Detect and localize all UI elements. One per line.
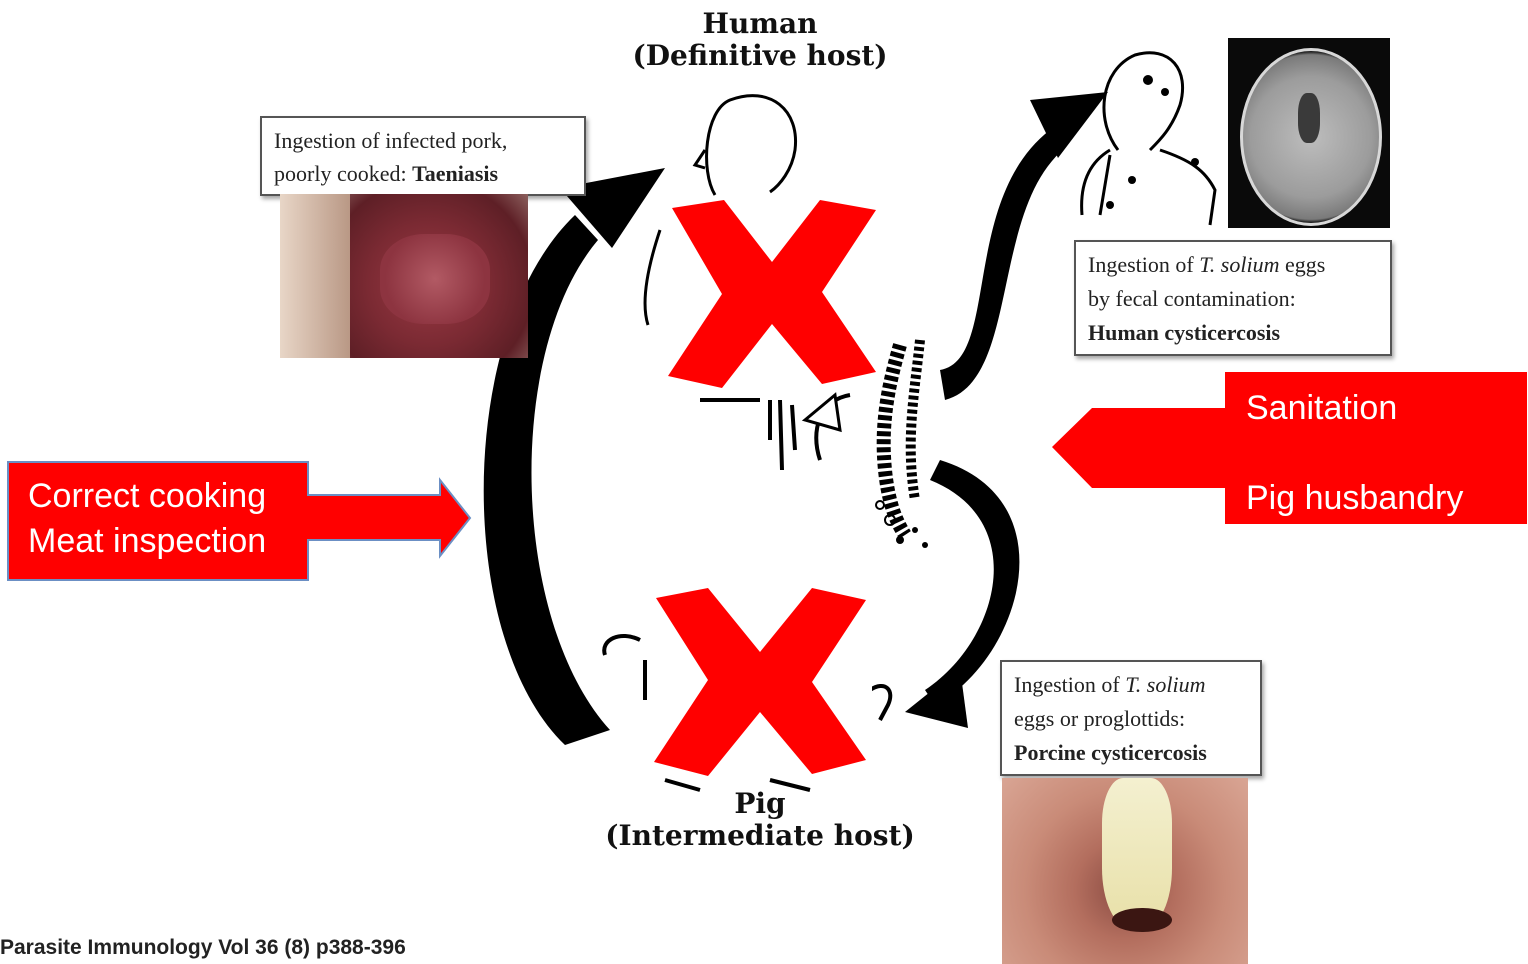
taeniasis-line2-prefix: poorly cooked: xyxy=(274,161,412,186)
porcine-cyst-photo xyxy=(1002,778,1248,964)
sanitation-label: Sanitation xyxy=(1246,386,1397,431)
meat-inspection-label: Meat inspection xyxy=(28,519,266,564)
human-cross-icon xyxy=(662,196,880,392)
porcine-cysticercosis-caption: Ingestion of T. solium eggs or proglotti… xyxy=(1000,660,1262,776)
taeniasis-line1: Ingestion of infected pork, xyxy=(274,124,572,157)
pig-cross-icon xyxy=(650,582,872,778)
left-intervention-text: Correct cooking Meat inspection xyxy=(28,474,266,564)
right-bottom-arrowhead-icon xyxy=(905,668,968,728)
pc-line2: eggs or proglottids: xyxy=(1014,702,1248,736)
hc-line1-prefix: Ingestion of xyxy=(1088,252,1199,277)
human-cysticercosis-label: Human cysticercosis xyxy=(1088,320,1280,345)
cysticercosis-human-icon xyxy=(1082,53,1215,225)
brain-mri-image xyxy=(1228,38,1390,228)
hc-line1-suffix: eggs xyxy=(1279,252,1325,277)
pc-line1-prefix: Ingestion of xyxy=(1014,672,1125,697)
citation: Parasite Immunology Vol 36 (8) p388-396 xyxy=(0,936,406,960)
porcine-cysticercosis-label: Porcine cysticercosis xyxy=(1014,740,1207,765)
correct-cooking-label: Correct cooking xyxy=(28,474,266,519)
pc-species-name: T. solium xyxy=(1125,672,1205,697)
right-top-cycle-arrow xyxy=(940,130,1065,400)
human-silhouette-icon xyxy=(695,96,796,195)
pig-husbandry-label: Pig husbandry xyxy=(1246,476,1463,521)
infected-pork-photo xyxy=(280,194,528,358)
hc-line2: by fecal contamination: xyxy=(1088,282,1378,316)
human-cysticercosis-caption: Ingestion of T. solium eggs by fecal con… xyxy=(1074,240,1392,356)
taeniasis-caption: Ingestion of infected pork, poorly cooke… xyxy=(260,116,586,196)
hc-species-name: T. solium xyxy=(1199,252,1279,277)
taeniasis-label: Taeniasis xyxy=(412,161,498,186)
